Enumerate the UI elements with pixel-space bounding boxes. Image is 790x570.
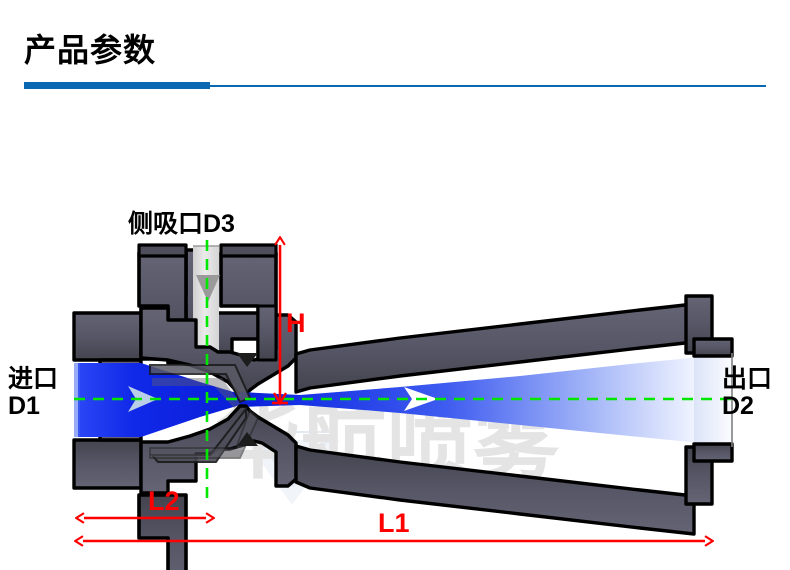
title-underline-thin bbox=[210, 85, 766, 87]
label-inlet-line1: 进口 bbox=[8, 365, 58, 393]
dimension-L1: L1 bbox=[83, 508, 705, 541]
ejector-diagram: 华航喷雾 bbox=[0, 110, 790, 570]
lower-diffuser-wall bbox=[294, 444, 696, 536]
label-inlet-line2: D1 bbox=[8, 392, 40, 420]
fluid-diffuser bbox=[240, 357, 700, 443]
fluid-outlet bbox=[694, 353, 732, 447]
label-inlet: 进口 D1 bbox=[8, 365, 58, 420]
title-block: 产品参数 bbox=[24, 30, 766, 90]
label-outlet-line1: 出口 bbox=[722, 365, 772, 393]
page-title: 产品参数 bbox=[24, 32, 157, 68]
dimension-H: H bbox=[272, 245, 306, 406]
ejector-body-lower bbox=[137, 294, 734, 570]
title-underline bbox=[24, 82, 766, 90]
label-suction: 侧吸口D3 bbox=[128, 209, 235, 238]
dimension-L2: L2 bbox=[84, 486, 206, 518]
centerlines bbox=[74, 240, 732, 505]
title-underline-thick bbox=[24, 82, 210, 89]
dimension-H-label: H bbox=[286, 308, 306, 338]
dimension-L2-label: L2 bbox=[148, 486, 180, 516]
nozzle-tip-markers bbox=[237, 353, 258, 446]
label-outlet: 出口 D2 bbox=[722, 365, 772, 420]
dimension-L1-label: L1 bbox=[378, 508, 410, 538]
label-suction-text: 侧吸口D3 bbox=[128, 209, 235, 238]
inner-cone-detail bbox=[149, 364, 252, 408]
label-outlet-line2: D2 bbox=[722, 392, 754, 420]
upper-mixing-wall bbox=[139, 306, 298, 397]
inlet-flow-arrow bbox=[128, 386, 158, 412]
